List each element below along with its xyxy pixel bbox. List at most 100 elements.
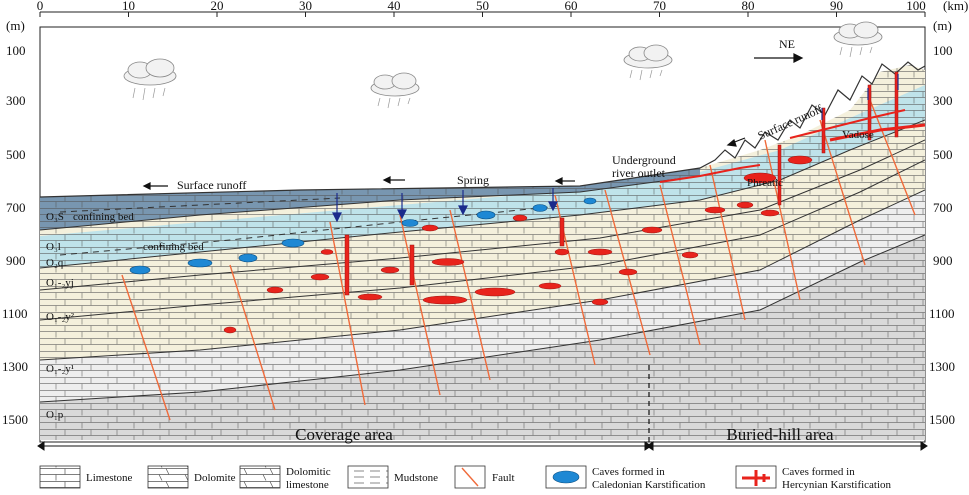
hercynian-cave — [587, 248, 613, 256]
left-arrow-icon — [382, 176, 391, 184]
hercynian-cave — [409, 244, 415, 286]
down-arrow-icon — [548, 201, 558, 212]
cloud-rain-icon — [833, 21, 883, 58]
y-tick-label: 500 — [6, 147, 26, 162]
hercynian-cave — [787, 155, 813, 165]
formation-label: O₂q — [46, 257, 64, 269]
y-tick-label: 1100 — [2, 306, 28, 321]
legend: Limestone Dolomite Dolomitic limestone M… — [39, 465, 892, 491]
hercynian-cave — [310, 273, 330, 281]
faults — [121, 99, 916, 421]
x-tick-label: 100 — [906, 0, 926, 13]
caledonian-cave — [476, 210, 496, 220]
hercynian-cave — [538, 282, 562, 290]
x-axis: 0 10 20 30 40 50 60 70 80 90 100 (km) — [37, 0, 968, 17]
legend-mudstone-label: Mudstone — [394, 472, 438, 484]
formation-label: O₃S — [46, 211, 64, 223]
caledonian-cave — [281, 238, 305, 248]
hercynian-cave — [681, 251, 699, 259]
legend-dolomitic-label: limestone — [286, 479, 329, 491]
phreatic-label: Phreatic — [747, 177, 783, 189]
x-tick-label: 70 — [653, 0, 666, 13]
x-tick-label: 40 — [388, 0, 401, 13]
hercynian-cave-icon — [742, 470, 770, 486]
fault-icon — [461, 467, 479, 487]
y-tick-label: 900 — [6, 253, 26, 268]
fault — [121, 274, 171, 421]
y-tick-label: 300 — [6, 93, 26, 108]
down-arrow-icon — [397, 209, 407, 220]
underground-outlet-label: Underground — [612, 153, 676, 167]
hercynian-cave — [559, 217, 565, 247]
buried-hill-area-label: Buried-hill area — [726, 425, 834, 444]
caledonian-cave-icon — [552, 470, 580, 484]
formation-label: O₁-₂y¹ — [46, 363, 74, 375]
x-unit-label: (km) — [943, 0, 968, 13]
caledonian-cave — [129, 265, 151, 275]
y-axis-right: (m) 100 300 500 700 900 1100 1300 1500 — [929, 18, 955, 427]
x-tick-label: 30 — [299, 0, 312, 13]
infiltration-arrows — [332, 74, 899, 223]
x-tick-label: 10 — [122, 0, 135, 13]
caledonian-cave — [187, 258, 213, 268]
area-arrows — [37, 441, 928, 451]
down-arrow-icon — [458, 205, 468, 216]
cloud-rain-icon — [623, 44, 673, 81]
clouds — [123, 21, 883, 109]
x-tick-label: 90 — [830, 0, 843, 13]
hercynian-cave — [554, 248, 570, 256]
hercynian-cave — [736, 201, 754, 209]
legend-hercynian-label: Caves formed in — [782, 466, 855, 478]
runoff-arrows — [142, 53, 804, 190]
confining-bed-label: confining bed — [73, 211, 134, 223]
caledonian-cave — [238, 253, 258, 263]
caledonian-caves — [129, 197, 597, 275]
y-tick-label: 1300 — [929, 359, 955, 374]
direction-label: NE — [779, 37, 795, 51]
legend-dolomite-label: Dolomite — [194, 472, 236, 484]
cloud-rain-icon — [370, 72, 420, 109]
y-unit-label-left: (m) — [6, 18, 25, 33]
hercynian-conduit — [789, 109, 906, 139]
right-arrow-icon — [793, 53, 804, 63]
hercynian-cave — [704, 206, 726, 214]
hercynian-conduit — [829, 123, 926, 142]
dolomite-swatch — [147, 465, 189, 489]
left-arrow-icon — [142, 182, 151, 190]
hercynian-cave — [743, 172, 777, 184]
coverage-area-label: Coverage area — [295, 425, 393, 444]
ground-surface — [39, 61, 926, 198]
caledonian-cave — [401, 219, 419, 227]
y-tick-label: 1100 — [929, 306, 955, 321]
hercynian-cave — [760, 209, 780, 217]
hercynian-cave — [431, 258, 465, 266]
hercynian-cave — [320, 249, 334, 255]
limestone-swatch — [39, 465, 81, 489]
y-tick-label: 300 — [933, 93, 953, 108]
right-arrow-icon — [920, 441, 928, 451]
hercynian-cave — [618, 268, 638, 276]
y-tick-label: 700 — [933, 200, 953, 215]
hercynian-conduit — [659, 164, 761, 183]
x-tick-label: 80 — [742, 0, 755, 13]
hercynian-cave — [266, 286, 284, 294]
underground-outlet-label: river outlet — [612, 166, 666, 180]
y-tick-label: 1300 — [2, 359, 28, 374]
hercynian-cave — [867, 84, 872, 141]
fault — [229, 264, 276, 411]
caledonian-cave — [583, 197, 597, 205]
y-tick-label: 700 — [6, 200, 26, 215]
y-tick-label: 1500 — [929, 412, 955, 427]
vadose-label: Vadose — [842, 129, 874, 141]
hercynian-cave — [641, 226, 663, 234]
left-arrow-icon — [554, 177, 563, 185]
x-tick-label: 60 — [565, 0, 578, 13]
cloud-rain-icon — [123, 58, 177, 101]
hercynian-cave — [357, 293, 383, 301]
hercynian-cave — [421, 224, 439, 232]
hercynian-cave — [474, 287, 516, 297]
y-tick-label: 900 — [933, 253, 953, 268]
layer-boundaries — [40, 119, 925, 403]
x-tick-label: 50 — [476, 0, 489, 13]
down-arrow-icon — [332, 212, 342, 223]
